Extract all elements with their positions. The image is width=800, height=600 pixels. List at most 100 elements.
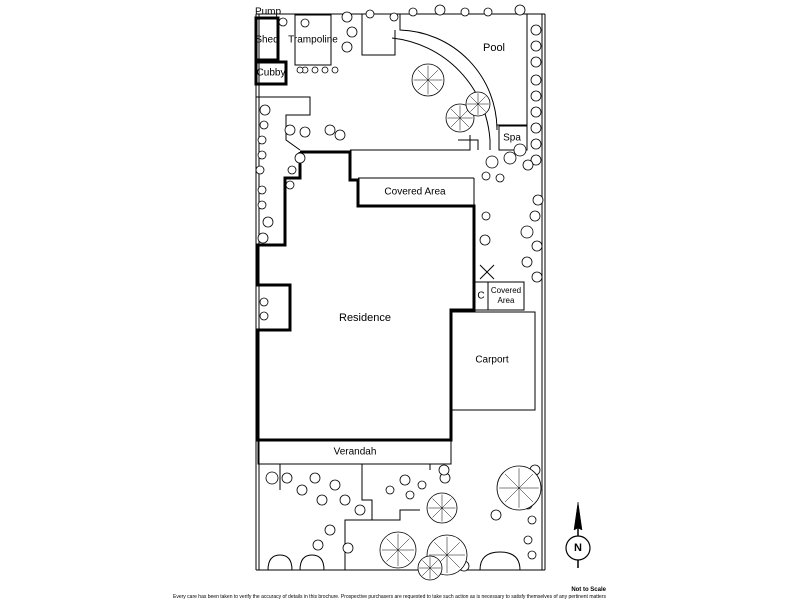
shrub	[438, 464, 450, 476]
shrub	[530, 74, 542, 86]
front-garden	[267, 464, 521, 571]
shrub	[257, 150, 267, 160]
shrub	[259, 104, 271, 116]
shrub	[296, 66, 304, 74]
c-store-label: C	[477, 291, 484, 302]
shrub	[530, 40, 542, 52]
shrub	[514, 4, 526, 16]
spa-label: Spa	[503, 133, 521, 144]
compass-north-letter: N	[574, 542, 582, 554]
tree-branch	[417, 79, 429, 91]
shrub	[255, 165, 265, 175]
verandah-label: Verandah	[334, 447, 377, 458]
shed-label: Shed	[255, 35, 278, 46]
carport-label: Carport	[475, 355, 509, 366]
shrub	[483, 7, 493, 17]
shrub	[329, 479, 341, 491]
shrub	[529, 210, 541, 222]
shrub	[341, 11, 353, 23]
shrub	[531, 271, 543, 283]
tree-branch	[459, 108, 470, 119]
covered-area-side-label-1: Covered	[491, 286, 521, 295]
x-marker	[479, 264, 495, 280]
shrub	[262, 216, 274, 228]
shrub	[281, 472, 293, 484]
shrub	[530, 24, 542, 36]
shrub	[300, 18, 310, 28]
verandah	[257, 439, 452, 465]
shrub	[481, 211, 491, 221]
shrub	[296, 484, 308, 496]
tree-branch	[459, 117, 470, 128]
shrub	[460, 7, 470, 17]
shrub	[354, 504, 366, 516]
shrub	[405, 490, 415, 500]
covered-area-top-label: Covered Area	[384, 187, 446, 198]
tree-branch	[504, 487, 520, 503]
tree-branch	[504, 473, 520, 489]
shrub	[520, 225, 534, 239]
tree-branch	[386, 538, 399, 551]
trampoline-label: Trampoline	[288, 35, 338, 46]
tree-branch	[427, 69, 439, 81]
shrub	[334, 129, 346, 141]
covered-area-side	[487, 281, 525, 311]
residence-label: Residence	[339, 312, 391, 324]
disclaimer: Every care has been taken to verify the …	[173, 594, 606, 600]
shrub	[339, 494, 351, 506]
tree-branch	[417, 69, 429, 81]
shrub	[365, 9, 375, 19]
tree-branch	[429, 560, 438, 569]
shrub	[434, 4, 446, 16]
tree-branch	[470, 96, 479, 105]
shrub	[331, 66, 339, 74]
cubby-label: Cubby	[257, 68, 286, 79]
shrub	[503, 151, 517, 165]
shrub	[527, 515, 537, 525]
tree-branch	[397, 538, 410, 551]
north-compass: N	[565, 501, 591, 568]
shrub	[522, 159, 534, 171]
trampoline	[294, 14, 332, 66]
shrub	[257, 135, 267, 145]
shrub	[530, 138, 542, 150]
shrub	[257, 185, 267, 195]
tree-branch	[427, 79, 439, 91]
shrub	[259, 120, 269, 130]
shrub	[324, 124, 336, 136]
spa	[498, 125, 528, 151]
shrub	[490, 509, 502, 521]
tree-branch	[446, 542, 460, 556]
shed	[254, 16, 280, 62]
shrub	[324, 524, 336, 536]
shrub	[495, 173, 505, 183]
shrub	[341, 41, 353, 53]
shrub	[389, 12, 399, 22]
tree-branch	[434, 542, 448, 556]
shrub	[284, 124, 296, 136]
shrub	[485, 155, 499, 169]
pool	[399, 13, 528, 131]
shrub	[521, 256, 533, 268]
site-boundary	[255, 13, 546, 571]
shrub	[385, 485, 395, 495]
shrub	[259, 311, 269, 321]
shrub	[299, 126, 311, 138]
cubby	[254, 60, 288, 86]
tree-branch	[470, 103, 479, 112]
tree-branch	[477, 96, 486, 105]
pool-outer-edge	[391, 37, 491, 150]
shrub	[311, 66, 319, 74]
tree-branch	[441, 507, 452, 518]
pump-label: Pump	[255, 7, 282, 18]
tree-branch	[432, 507, 443, 518]
shrub	[513, 143, 527, 157]
shrub	[530, 122, 542, 134]
shrub	[287, 165, 297, 175]
scale-note: Not to Scale	[571, 587, 606, 593]
shrub	[312, 539, 324, 551]
shrub	[530, 154, 542, 166]
shrub	[309, 472, 321, 484]
tree-branch	[450, 108, 461, 119]
